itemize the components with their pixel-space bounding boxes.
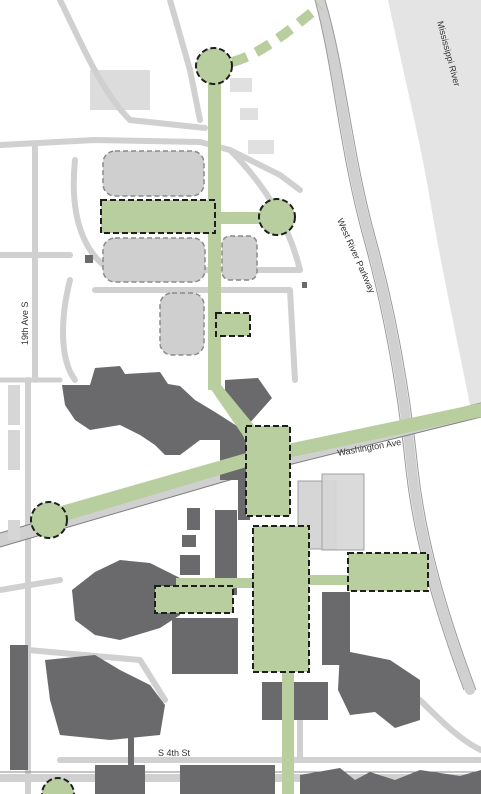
node: [258, 198, 296, 236]
washington-ave-greenway: [40, 403, 481, 528]
future-connector: [230, 2, 324, 67]
green-corridor: [214, 212, 266, 224]
open-space: [215, 312, 251, 337]
light-block: [240, 108, 258, 120]
19th-ave-label: 19th Ave S: [20, 302, 30, 345]
green-network: [30, 2, 481, 794]
node: [30, 501, 68, 539]
node: [41, 777, 75, 794]
parking-lot: [102, 150, 205, 197]
green-corridor: [208, 385, 258, 440]
green-corridor: [282, 670, 294, 794]
mississippi-river: [388, 0, 481, 405]
parking-lot: [221, 235, 258, 281]
green-corridor: [306, 575, 351, 585]
parking-lot: [159, 292, 205, 356]
node: [195, 47, 233, 85]
buildings: [10, 255, 481, 794]
open-space: [100, 199, 216, 234]
light-block: [248, 140, 274, 154]
4th-st-label: S 4th St: [158, 748, 191, 758]
parking-lot: [102, 237, 206, 283]
open-space: [154, 585, 234, 614]
light-block: [230, 78, 252, 92]
green-corridor: [176, 578, 256, 588]
open-space: [252, 525, 310, 673]
open-space: [245, 425, 291, 517]
open-space: [347, 552, 429, 592]
light-buildings: [8, 385, 365, 551]
